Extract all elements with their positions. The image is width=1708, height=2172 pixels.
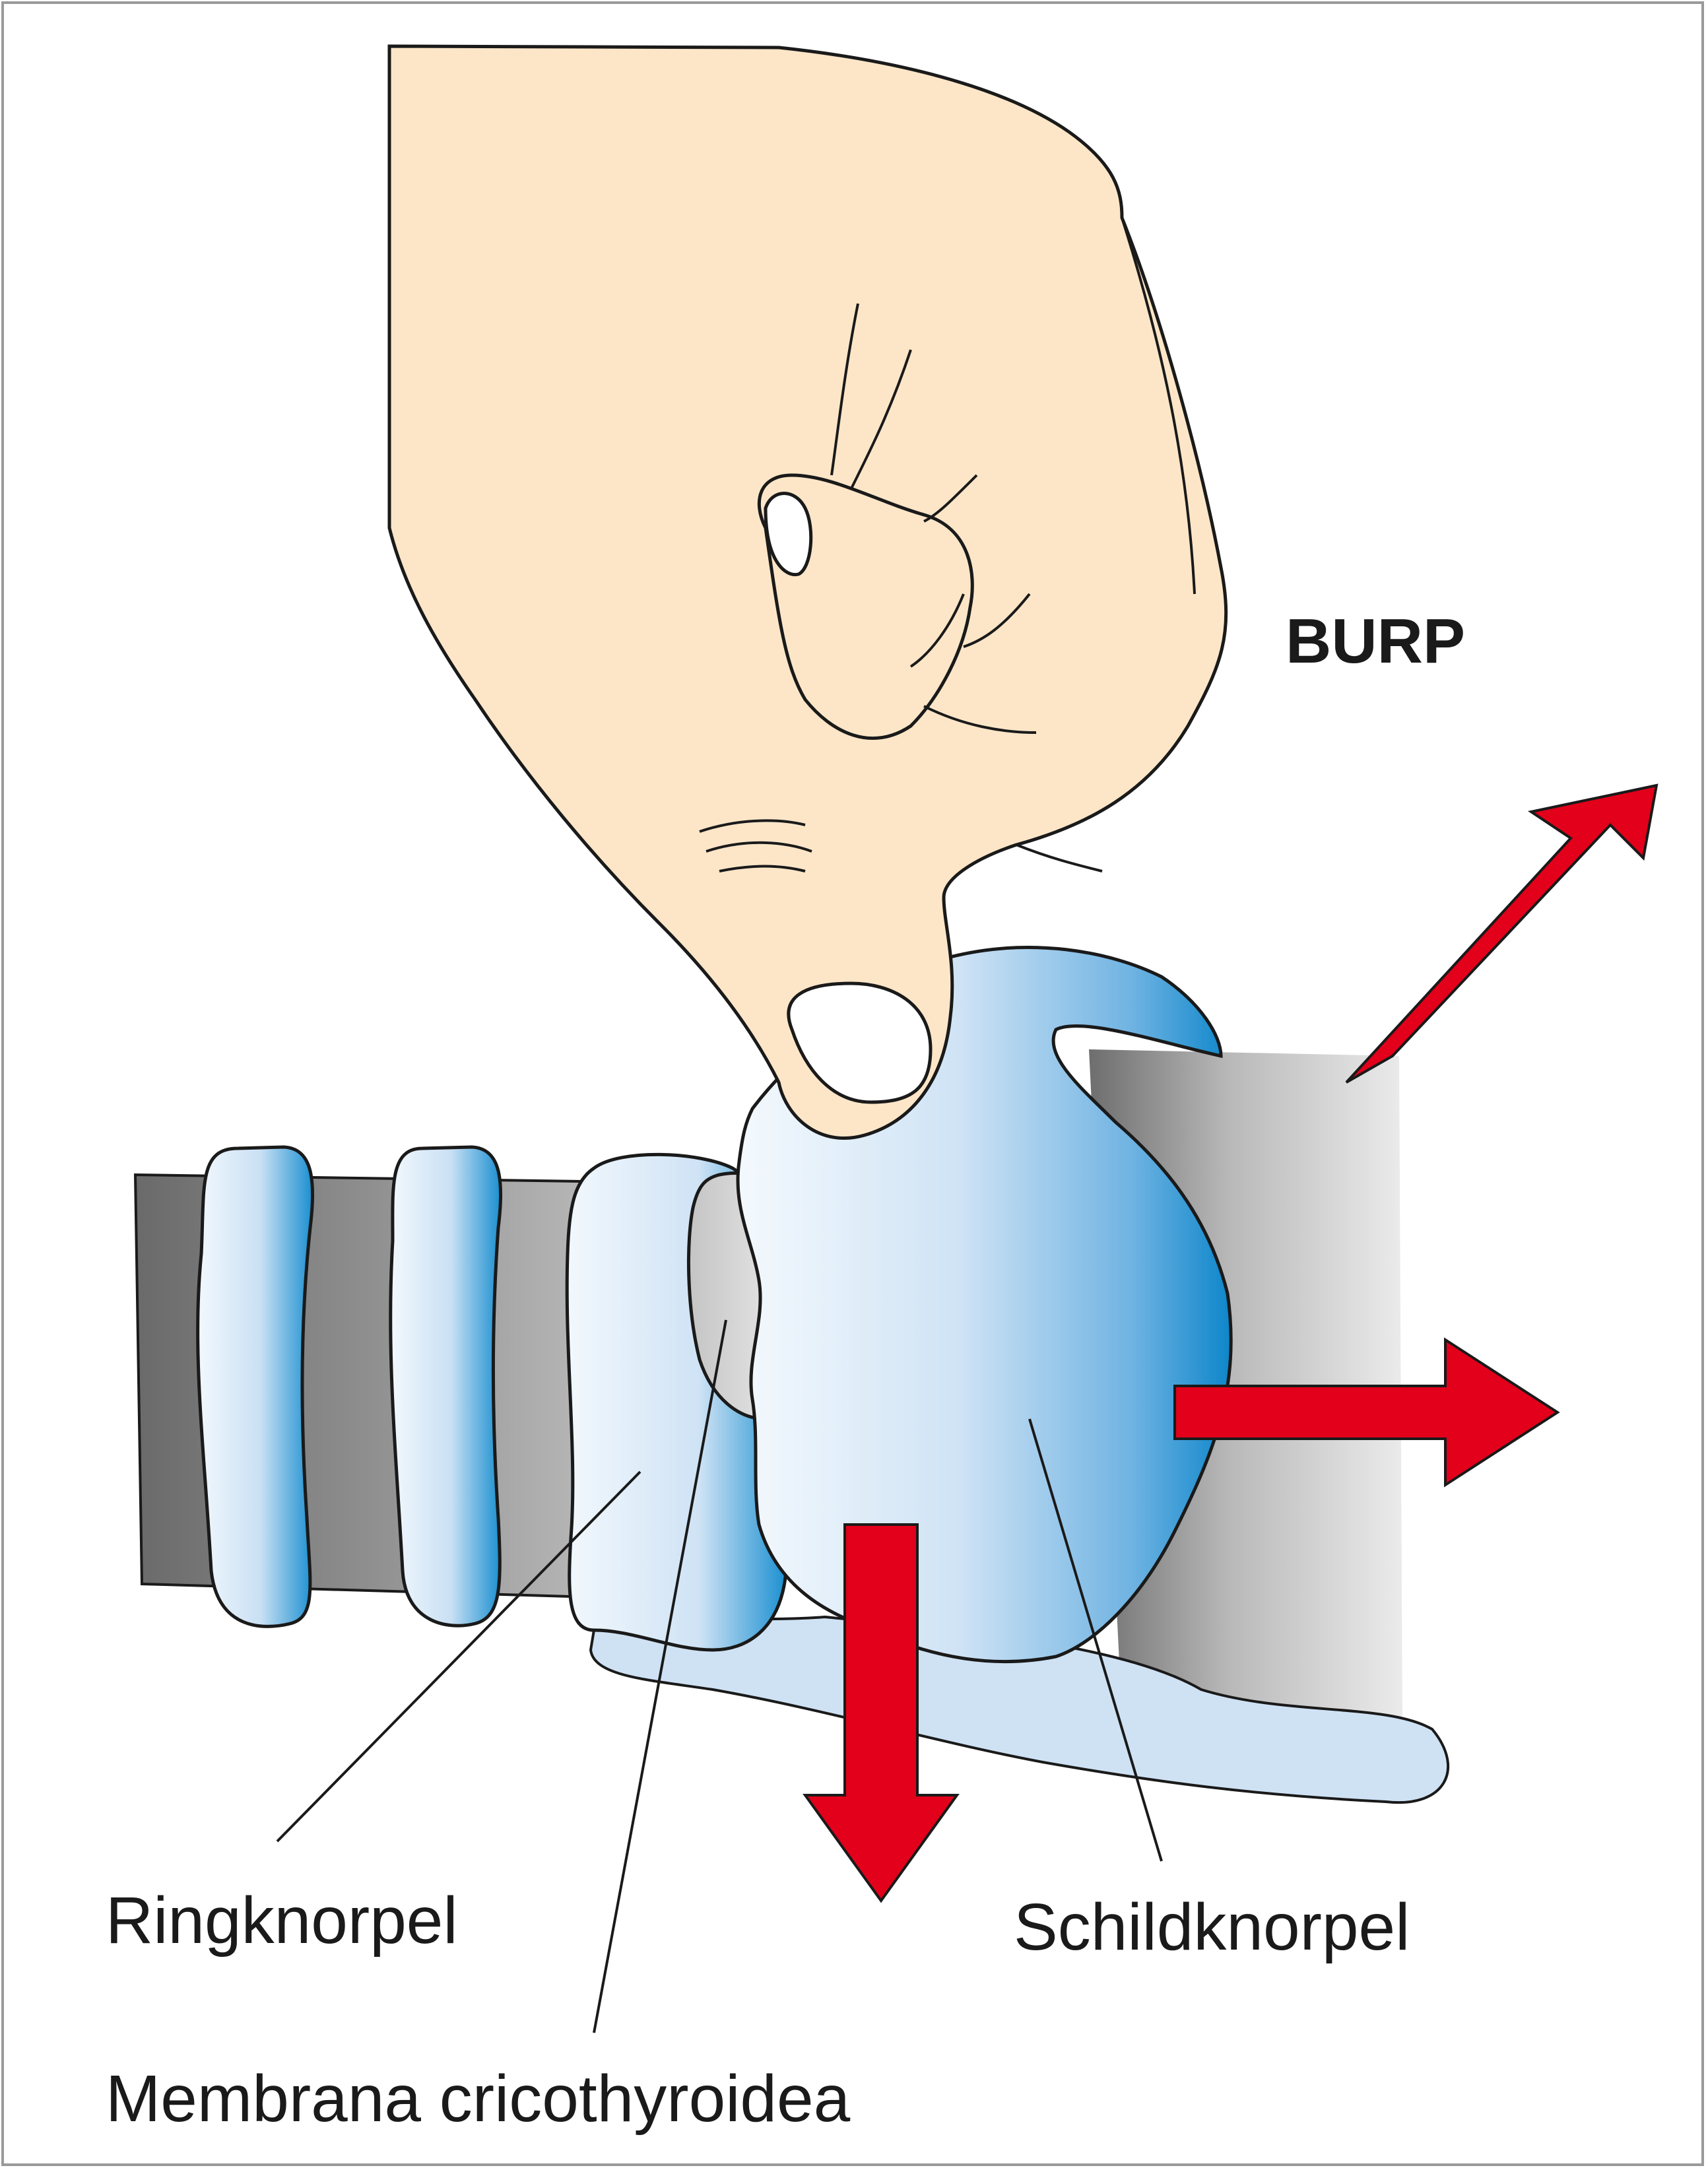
diagram-title: BURP bbox=[1286, 610, 1465, 673]
tracheal-ring-2 bbox=[391, 1147, 501, 1626]
label-schildknorpel: Schildknorpel bbox=[1014, 1894, 1410, 1960]
label-ringknorpel: Ringknorpel bbox=[106, 1888, 458, 1954]
tracheal-ring-1 bbox=[198, 1147, 313, 1626]
label-membrana-cricothyroidea: Membrana cricothyroidea bbox=[106, 2066, 850, 2132]
